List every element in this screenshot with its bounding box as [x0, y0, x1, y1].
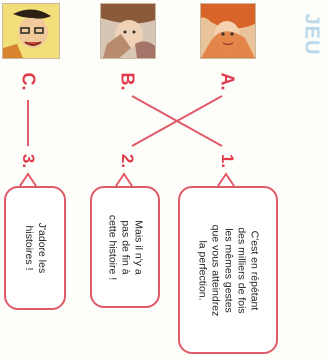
- number-2: 2.: [118, 153, 137, 169]
- character-c-picture: [2, 3, 60, 59]
- letter-b: B.: [117, 72, 138, 90]
- letter-c: C.: [18, 72, 39, 90]
- speech-bubble-3-text: J'adore les histoires !: [23, 222, 48, 274]
- speech-bubble-1-text: C'est en répétant des milliers de fois l…: [196, 224, 261, 316]
- character-b-picture: [100, 3, 156, 59]
- match-line-b-1: [131, 95, 223, 147]
- character-a-picture: [200, 3, 256, 59]
- character-c-illustration: [3, 4, 59, 58]
- section-label-text: JEU: [300, 13, 323, 55]
- number-3: 3.: [19, 153, 38, 169]
- character-b-illustration: [101, 4, 155, 58]
- character-a-illustration: [201, 4, 255, 58]
- speech-bubble-3: J'adore les histoires !: [4, 186, 66, 310]
- speech-bubble-2-text: Mais il n'y a pas de fin à cette histoir…: [106, 214, 145, 280]
- speech-bubble-2: Mais il n'y a pas de fin à cette histoir…: [90, 186, 160, 308]
- match-line-a-2: [131, 95, 223, 147]
- letter-a: A.: [217, 72, 238, 90]
- speech-bubble-1: C'est en répétant des milliers de fois l…: [178, 186, 278, 354]
- number-1: 1.: [218, 153, 237, 169]
- section-label: JEU: [298, 4, 324, 64]
